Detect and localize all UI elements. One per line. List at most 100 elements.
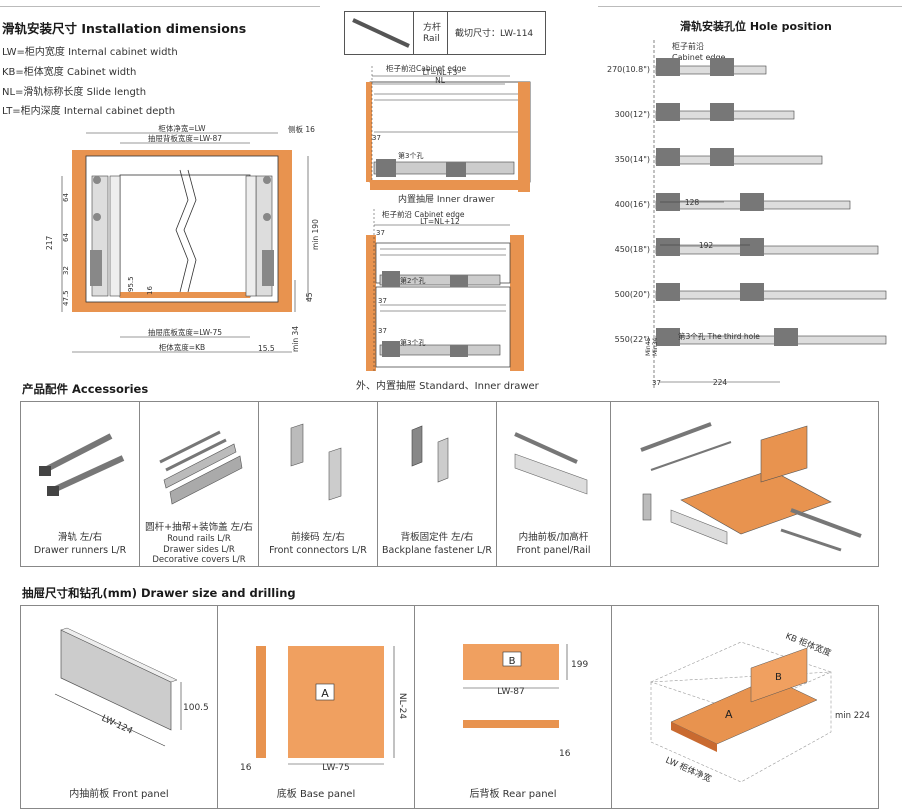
hole-row-length: 400(16") bbox=[615, 200, 650, 209]
drill-cell-base: A NL-24 LW-75 16 底板 Base panel bbox=[218, 606, 415, 808]
acc-cell-runners: 滑轨 左/右 Drawer runners L/R bbox=[21, 402, 140, 566]
hole-row-rail bbox=[655, 245, 879, 255]
acc-cell-sides: 圆杆+抽帮+装饰盖 左/右 Round rails L/R Drawer sid… bbox=[140, 402, 259, 566]
dim-bottom: 抽屉底板宽度=LW-75 bbox=[148, 327, 222, 337]
hole-row-bracket bbox=[710, 148, 734, 166]
hole-min34: Min34 bbox=[652, 338, 659, 356]
hole-row-bracket bbox=[740, 238, 764, 256]
dim-32: 32 bbox=[62, 266, 70, 275]
acc-front-en: Front connectors L/R bbox=[269, 545, 367, 556]
acc-sides-en2: Drawer sides L/R bbox=[163, 545, 235, 555]
rail-icon bbox=[352, 18, 410, 48]
acc-cell-front-panel: 内抽前板/加高杆 Front panel/Rail bbox=[497, 402, 611, 566]
cabinet-left-side bbox=[72, 154, 86, 304]
install-title: 滑轨安装尺寸 Installation dimensions bbox=[2, 21, 247, 36]
front-panel-drawing: LW-124 100.5 bbox=[54, 627, 209, 747]
acc-cell-backplane: 背板固定件 左/右 Backplane fastener L/R bbox=[378, 402, 497, 566]
base-a: A bbox=[321, 687, 329, 700]
acc-back-cn: 背板固定件 左/右 bbox=[400, 532, 474, 543]
std-caption: 外、内置抽屉 Standard、Inner drawer bbox=[356, 381, 539, 392]
drilling-table: LW-124 100.5 内抽前板 Front panel A NL-24 LW… bbox=[20, 605, 879, 809]
base-lw75: LW-75 bbox=[322, 763, 349, 773]
backplane-fastener-image bbox=[411, 425, 449, 483]
standard-drawer-diagram: 柜子前沿 Cabinet edge LT=NL+12 37 37 37 第2个孔… bbox=[366, 209, 524, 371]
dim-64a: 64 bbox=[62, 193, 70, 202]
rail-en: Rail bbox=[423, 34, 440, 44]
acc-panel-en: Front panel/Rail bbox=[516, 545, 591, 556]
acc-panel-cn: 内抽前板/加高杆 bbox=[518, 532, 589, 543]
drill-cell-front: LW-124 100.5 内抽前板 Front panel bbox=[21, 606, 218, 808]
accessories-table: 滑轨 左/右 Drawer runners L/R 圆杆+抽帮+装饰盖 左/右 … bbox=[20, 401, 879, 567]
dim-back: 抽屉背板宽度=LW-87 bbox=[148, 133, 222, 143]
inner-drawer-diagram: 柜子前沿Cabinet edge LT=NL+3 NL 37 第3个孔 bbox=[366, 63, 531, 192]
hole-row-length: 270(10.8") bbox=[607, 65, 650, 74]
inner-cabinet-edge: 柜子前沿Cabinet edge bbox=[386, 63, 467, 73]
hole-row-bracket bbox=[740, 283, 764, 301]
rail-box: 方杆 Rail 截切尺寸：LW-114 bbox=[344, 11, 546, 55]
def-nl: NL=滑轨标称长度 Slide length bbox=[2, 87, 147, 98]
holes-edge-en: Cabinet edge bbox=[672, 53, 726, 62]
hole-row-bracket bbox=[656, 148, 680, 166]
holes-title: 滑轨安装孔位 Hole position bbox=[680, 20, 832, 33]
acc-runners-en: Drawer runners L/R bbox=[33, 545, 127, 556]
hole-row-bracket bbox=[656, 238, 680, 256]
hole-min45: Min45 bbox=[645, 338, 652, 356]
hole-row-bracket bbox=[710, 58, 734, 76]
hole-row-bracket bbox=[656, 328, 680, 346]
drawer-sides-image bbox=[159, 430, 243, 505]
dim-47-5: 47.5 bbox=[62, 290, 70, 306]
acc-sides-en1: Round rails L/R bbox=[167, 534, 231, 544]
front-h: 100.5 bbox=[183, 703, 209, 713]
rear-caption: 后背板 Rear panel bbox=[469, 789, 557, 800]
base-nl24: NL-24 bbox=[397, 693, 407, 720]
drawer-box-isometric: A B KB 柜体宽度 LW 柜体净宽 min 224 bbox=[650, 631, 870, 785]
base-16: 16 bbox=[240, 763, 252, 773]
dim-217: 217 bbox=[45, 235, 54, 250]
hole-row-bracket bbox=[774, 328, 798, 346]
rail-cut: 截切尺寸：LW-114 bbox=[455, 29, 534, 39]
front-panel-image bbox=[514, 432, 588, 495]
rear-16: 16 bbox=[559, 749, 571, 759]
dim-min34: min 34 bbox=[291, 326, 300, 352]
base-caption: 底板 Base panel bbox=[276, 789, 356, 800]
hole-position-diagram: 270(10.8")300(12")350(14")400(16")450(18… bbox=[607, 40, 887, 388]
dim-95-5: 95.5 bbox=[127, 276, 135, 292]
hole-d37: 37 bbox=[652, 379, 661, 387]
box-lw: LW 柜体净宽 bbox=[664, 755, 714, 785]
drilling-title: 抽屉尺寸和钻孔(mm) Drawer size and drilling bbox=[22, 586, 296, 600]
exploded-assembly-image bbox=[640, 422, 862, 552]
hole-row-rail bbox=[655, 290, 887, 300]
inner-37: 37 bbox=[372, 134, 381, 142]
hole-row-length: 550(22") bbox=[615, 335, 650, 344]
std-cabinet-edge: 柜子前沿 Cabinet edge bbox=[382, 209, 465, 219]
inner-nl: NL bbox=[435, 76, 446, 85]
front-lw124: LW-124 bbox=[100, 714, 135, 737]
accessories-title: 产品配件 Accessories bbox=[22, 382, 149, 396]
hole-row-length: 450(18") bbox=[615, 245, 650, 254]
box-a: A bbox=[725, 708, 733, 721]
std-37a: 37 bbox=[376, 229, 385, 237]
holes-edge-cn: 柜子前沿 bbox=[672, 42, 704, 51]
hole-d224: 224 bbox=[713, 378, 728, 387]
hole-row-length: 300(12") bbox=[615, 110, 650, 119]
dim-min190: min 190 bbox=[311, 219, 320, 250]
cabinet-right-side bbox=[278, 154, 292, 304]
hole-third: 第3个孔 The third hole bbox=[678, 331, 760, 341]
cabinet-bottom bbox=[72, 302, 292, 312]
dim-45: 45 bbox=[305, 292, 314, 302]
def-lw: LW=柜内宽度 Internal cabinet width bbox=[2, 47, 178, 58]
hole-d128: 128 bbox=[685, 198, 700, 207]
hole-d192: 192 bbox=[699, 241, 714, 250]
std-lt: LT=NL+12 bbox=[420, 217, 460, 226]
front-connector-image bbox=[290, 423, 342, 501]
top-rule-right bbox=[598, 6, 902, 7]
hole-row-bracket bbox=[740, 193, 764, 211]
inner-lt: LT=NL+3 bbox=[423, 68, 458, 77]
std-hole3: 第3个孔 bbox=[400, 338, 425, 347]
dim-side: 侧板 16 bbox=[288, 124, 315, 134]
acc-sides-cn: 圆杆+抽帮+装饰盖 左/右 bbox=[145, 522, 253, 533]
rear-lw87: LW-87 bbox=[497, 687, 524, 697]
rear-199: 199 bbox=[571, 660, 588, 670]
acc-runners-cn: 滑轨 左/右 bbox=[57, 532, 103, 543]
cabinet-front-diagram: 柜体净宽=LW 抽屉背板宽度=LW-87 侧板 16 抽屉底板宽度=LW-75 … bbox=[45, 123, 320, 353]
